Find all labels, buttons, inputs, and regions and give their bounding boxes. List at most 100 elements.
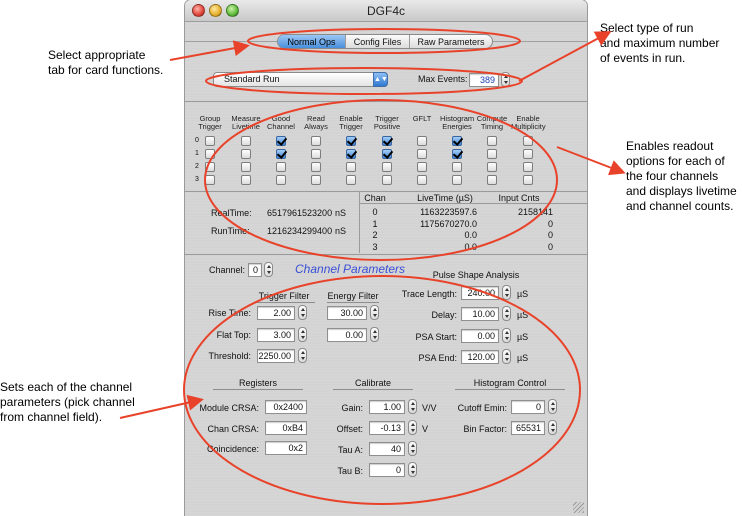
- delay-input[interactable]: 10.00: [461, 307, 499, 321]
- option-checkbox[interactable]: [276, 175, 286, 185]
- close-button[interactable]: [192, 4, 205, 17]
- tab-normal-ops[interactable]: Normal Ops: [278, 35, 346, 48]
- option-checkbox[interactable]: [346, 149, 356, 159]
- cutoff-emin-stepper[interactable]: [548, 399, 557, 414]
- psa-start-stepper[interactable]: [502, 328, 511, 343]
- option-checkbox[interactable]: [523, 136, 533, 146]
- option-column-header: Read Always: [304, 114, 328, 131]
- gain-stepper[interactable]: [408, 399, 417, 414]
- minimize-button[interactable]: [209, 4, 222, 17]
- option-checkbox[interactable]: [452, 175, 462, 185]
- rise-time-trigger-stepper[interactable]: [298, 305, 307, 320]
- table-cell: 1163223597.6: [420, 207, 477, 217]
- threshold-input[interactable]: 2250.00: [257, 349, 295, 363]
- tau-b-stepper[interactable]: [408, 462, 417, 477]
- option-checkbox[interactable]: [452, 162, 462, 172]
- flat-top-energy-stepper[interactable]: [370, 327, 379, 342]
- zoom-button[interactable]: [226, 4, 239, 17]
- option-checkbox[interactable]: [205, 149, 215, 159]
- max-events-stepper[interactable]: [501, 72, 510, 87]
- option-checkbox[interactable]: [311, 149, 321, 159]
- option-row-label: 2: [195, 163, 199, 170]
- option-checkbox[interactable]: [241, 149, 251, 159]
- gain-input[interactable]: 1.00: [369, 400, 405, 414]
- option-checkbox[interactable]: [346, 162, 356, 172]
- realtime-value: 6517961523200: [267, 208, 333, 218]
- option-checkbox[interactable]: [311, 136, 321, 146]
- bin-factor-input[interactable]: 65531: [511, 421, 545, 435]
- option-checkbox[interactable]: [452, 149, 462, 159]
- option-checkbox[interactable]: [487, 136, 497, 146]
- option-row-label: 1: [195, 150, 199, 157]
- cutoff-emin-label: Cutoff Emin:: [457, 403, 507, 413]
- tau-a-stepper[interactable]: [408, 441, 417, 456]
- channel-stepper[interactable]: [264, 262, 273, 277]
- option-checkbox[interactable]: [487, 149, 497, 159]
- option-checkbox[interactable]: [241, 175, 251, 185]
- cutoff-emin-input[interactable]: 0: [511, 400, 545, 414]
- tab-raw-parameters[interactable]: Raw Parameters: [417, 37, 485, 47]
- option-checkbox[interactable]: [382, 162, 392, 172]
- coincidence-input[interactable]: 0x2: [265, 441, 307, 455]
- option-checkbox[interactable]: [276, 162, 286, 172]
- option-checkbox[interactable]: [241, 162, 251, 172]
- resize-grip-icon[interactable]: [573, 502, 584, 513]
- option-checkbox[interactable]: [417, 175, 427, 185]
- option-checkbox[interactable]: [205, 136, 215, 146]
- option-checkbox[interactable]: [487, 162, 497, 172]
- option-checkbox[interactable]: [276, 136, 286, 146]
- chan-crsa-input[interactable]: 0xB4: [265, 421, 307, 435]
- rise-time-energy-stepper[interactable]: [370, 305, 379, 320]
- rise-time-trigger-input[interactable]: 2.00: [257, 306, 295, 320]
- offset-stepper[interactable]: [408, 420, 417, 435]
- flat-top-trigger-stepper[interactable]: [298, 327, 307, 342]
- option-checkbox[interactable]: [311, 175, 321, 185]
- psa-end-unit: µS: [517, 353, 529, 363]
- trace-length-input[interactable]: 240.00: [461, 286, 499, 300]
- title-bar[interactable]: DGF4c: [185, 0, 587, 22]
- channel-input[interactable]: 0: [248, 263, 262, 277]
- option-checkbox[interactable]: [346, 175, 356, 185]
- option-checkbox[interactable]: [417, 162, 427, 172]
- tau-a-input[interactable]: 40: [369, 442, 405, 456]
- table-cell: 1: [372, 218, 378, 229]
- module-crsa-input[interactable]: 0x2400: [265, 400, 307, 414]
- rise-time-energy-input[interactable]: 30.00: [327, 306, 367, 320]
- option-column-header: Histogram Energies: [440, 114, 475, 131]
- option-checkbox[interactable]: [452, 136, 462, 146]
- option-checkbox[interactable]: [382, 175, 392, 185]
- option-checkbox[interactable]: [276, 149, 286, 159]
- window-title: DGF4c: [366, 4, 405, 18]
- option-checkbox[interactable]: [523, 175, 533, 185]
- option-checkbox[interactable]: [487, 175, 497, 185]
- run-type-value: Standard Run: [224, 74, 280, 84]
- psa-end-input[interactable]: 120.00: [461, 350, 499, 364]
- flat-top-trigger-input[interactable]: 3.00: [257, 328, 295, 342]
- psa-end-stepper[interactable]: [502, 349, 511, 364]
- option-checkbox[interactable]: [346, 136, 356, 146]
- option-checkbox[interactable]: [417, 136, 427, 146]
- psa-start-input[interactable]: 0.00: [461, 329, 499, 343]
- option-checkbox[interactable]: [205, 162, 215, 172]
- option-checkbox[interactable]: [241, 136, 251, 146]
- option-checkbox[interactable]: [382, 136, 392, 146]
- option-checkbox[interactable]: [382, 149, 392, 159]
- flat-top-energy-input[interactable]: 0.00: [327, 328, 367, 342]
- tau-b-input[interactable]: 0: [369, 463, 405, 477]
- option-checkbox[interactable]: [523, 149, 533, 159]
- bin-factor-stepper[interactable]: [548, 420, 557, 435]
- run-type-select[interactable]: Standard Run ▲▼: [213, 72, 388, 87]
- threshold-stepper[interactable]: [298, 348, 307, 363]
- trace-length-stepper[interactable]: [502, 285, 511, 300]
- offset-input[interactable]: -0.13: [369, 421, 405, 435]
- option-checkbox[interactable]: [311, 162, 321, 172]
- energy-filter-title: Energy Filter: [327, 291, 379, 301]
- option-checkbox[interactable]: [523, 162, 533, 172]
- option-checkbox[interactable]: [205, 175, 215, 185]
- tab-config-files[interactable]: Config Files: [346, 35, 410, 48]
- runtime-value: 1216234299400: [267, 226, 333, 236]
- max-events-input[interactable]: 389: [469, 73, 499, 87]
- option-column-header: Trigger Positive: [373, 114, 401, 131]
- delay-stepper[interactable]: [502, 306, 511, 321]
- option-checkbox[interactable]: [417, 149, 427, 159]
